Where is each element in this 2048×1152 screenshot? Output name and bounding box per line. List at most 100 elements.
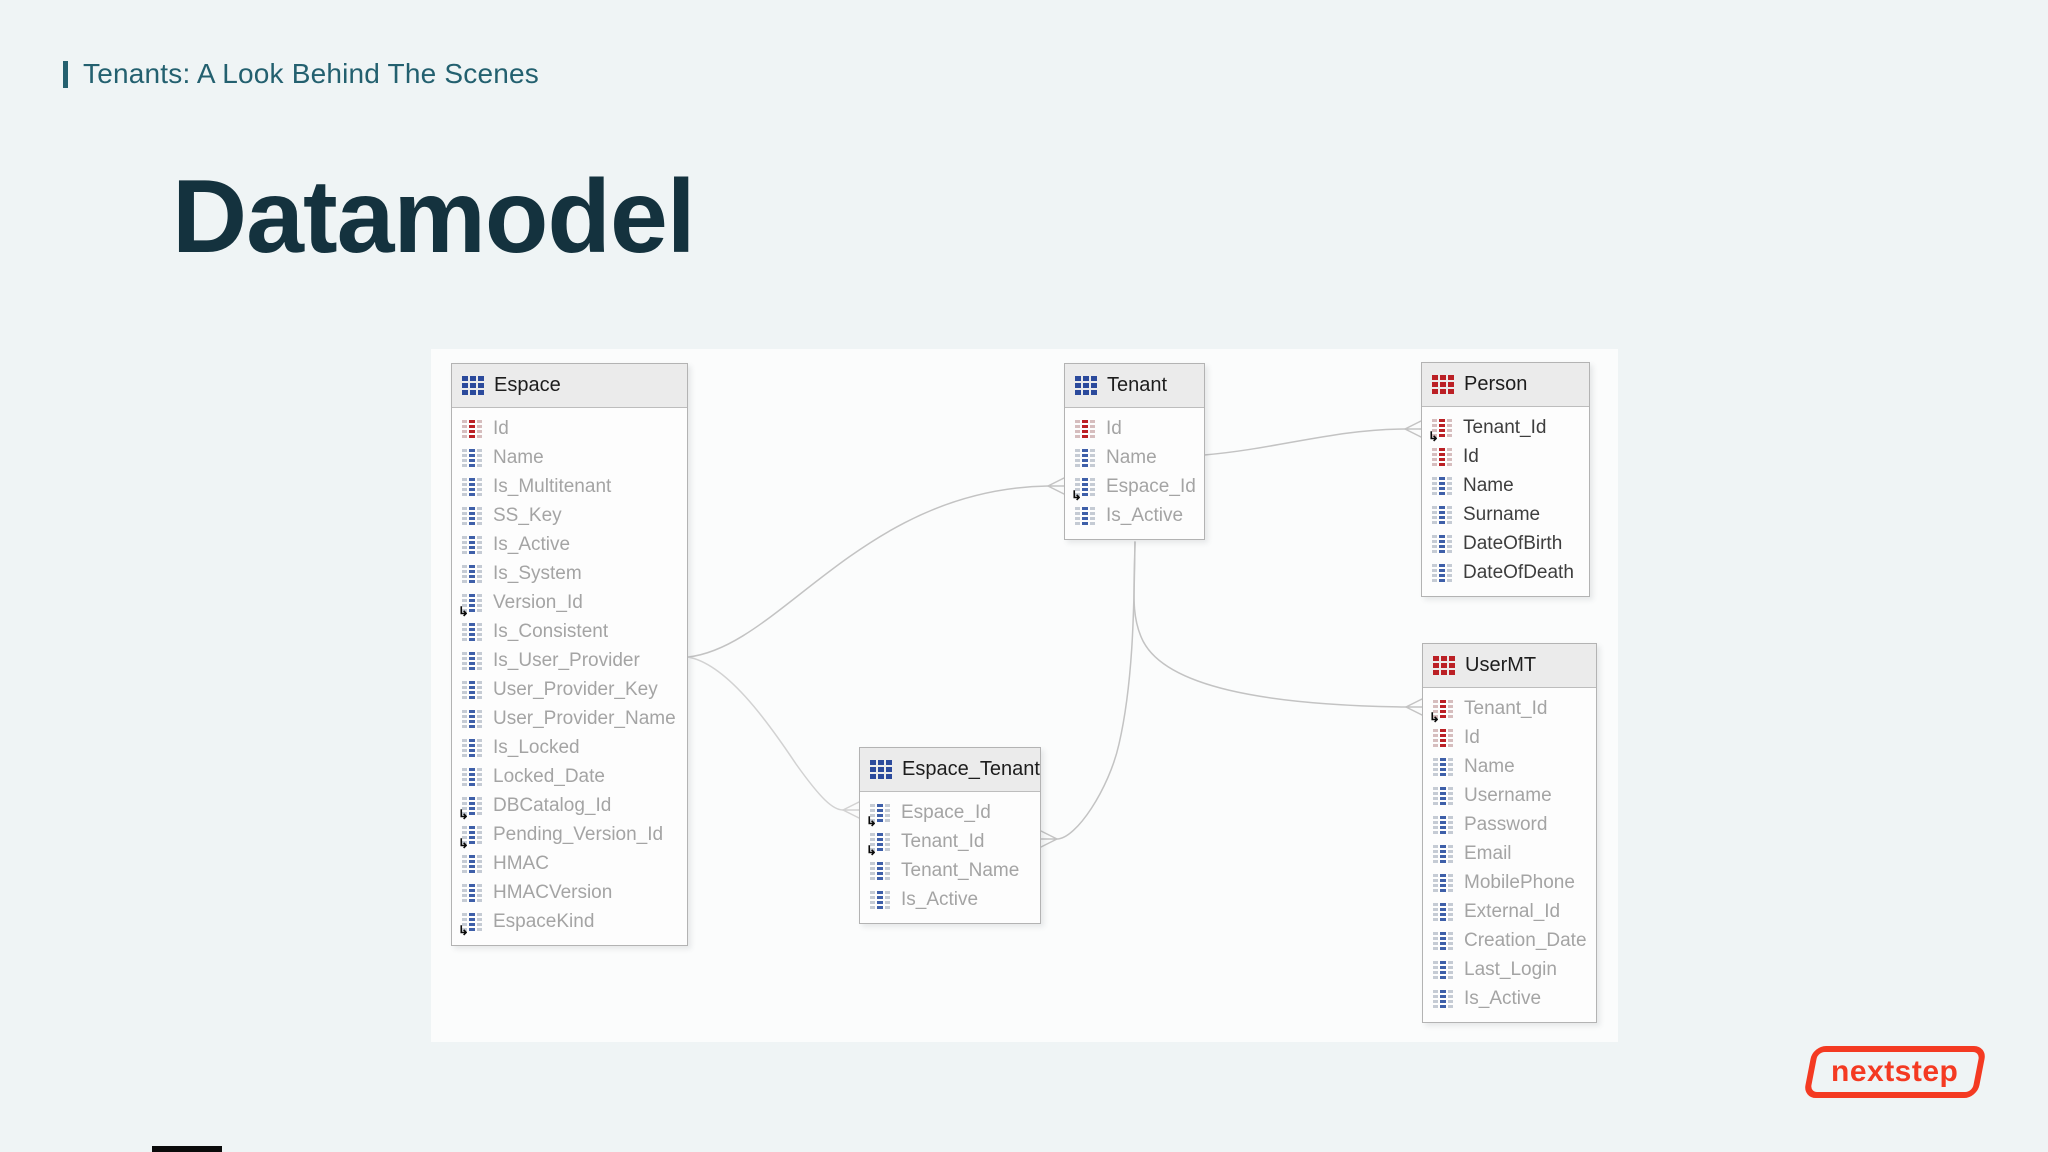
- attribute-column-icon: [462, 506, 484, 525]
- field-name: SS_Key: [493, 504, 562, 526]
- attribute-column-icon: [462, 854, 484, 873]
- attribute-column-icon: [462, 622, 484, 641]
- field-name: Id: [1106, 417, 1122, 439]
- field-row: Name: [1422, 471, 1589, 500]
- attribute-column-icon: [1432, 505, 1454, 524]
- field-name: Espace_Id: [901, 801, 991, 823]
- attribute-column-icon: [462, 448, 484, 467]
- field-name: Tenant_Id: [901, 830, 985, 852]
- field-name: HMAC: [493, 852, 549, 874]
- field-row: ↳ Tenant_Id: [860, 827, 1040, 858]
- field-row: ↳Tenant_Id: [1423, 694, 1596, 725]
- attribute-column-icon: [462, 738, 484, 757]
- field-name: Tenant_Id: [1464, 697, 1548, 719]
- attribute-column-icon: [462, 883, 484, 902]
- field-name: HMACVersion: [493, 881, 613, 903]
- field-name: Locked_Date: [493, 765, 605, 787]
- table-name: Tenant: [1107, 374, 1168, 396]
- field-row: Id: [1065, 414, 1204, 443]
- field-name: Is_Active: [493, 533, 571, 555]
- table-name: Espace: [494, 374, 561, 396]
- field-name: Name: [1106, 446, 1157, 468]
- connector-espace-espacetenant: [687, 656, 844, 811]
- red-table-icon: [1432, 375, 1454, 394]
- field-row: DateOfBirth: [1422, 529, 1589, 558]
- field-row: Is_Multitenant: [452, 472, 687, 501]
- field-row: ↳ Espace_Id: [860, 798, 1040, 829]
- field-name: Is_Active: [1464, 987, 1542, 1009]
- field-name: User_Provider_Name: [493, 707, 676, 729]
- attribute-column-icon: [870, 861, 892, 880]
- attribute-column-icon: [462, 767, 484, 786]
- attribute-column-icon: ↳: [1071, 477, 1097, 502]
- field-row: Locked_Date: [452, 762, 687, 791]
- field-row: ↳Espace_Id: [1065, 472, 1204, 503]
- blue-table-icon: [462, 376, 484, 395]
- field-row: Surname: [1422, 500, 1589, 529]
- table-name: Person: [1464, 373, 1528, 395]
- field-row: Last_Login: [1423, 955, 1596, 984]
- field-name: Email: [1464, 842, 1512, 864]
- field-row: Is_System: [452, 559, 687, 588]
- field-name: User_Provider_Key: [493, 678, 658, 700]
- field-name: DateOfDeath: [1463, 561, 1574, 583]
- attribute-column-icon: ↳: [458, 593, 484, 618]
- field-name: Is_Locked: [493, 736, 580, 758]
- field-row: HMAC: [452, 849, 687, 878]
- field-row: Username: [1423, 781, 1596, 810]
- page-title: Datamodel: [172, 159, 696, 275]
- field-name: DBCatalog_Id: [493, 794, 612, 816]
- field-name: Tenant_Name: [901, 859, 1020, 881]
- attribute-column-icon: [1433, 873, 1455, 892]
- slide-kicker: Tenants: A Look Behind The Scenes: [63, 58, 539, 90]
- blue-table-icon: [1075, 376, 1097, 395]
- field-name: Pending_Version_Id: [493, 823, 664, 845]
- field-row: ↳ Tenant_Id: [1422, 413, 1589, 444]
- crowfoot-person: [1404, 420, 1422, 438]
- field-row: User_Provider_Name: [452, 704, 687, 733]
- primary-key-column-icon: [1432, 447, 1454, 466]
- attribute-column-icon: [462, 651, 484, 670]
- attribute-column-icon: ↳: [866, 832, 892, 857]
- field-name: Id: [1463, 445, 1479, 467]
- primary-key-column-icon: ↳: [1428, 418, 1454, 443]
- field-name: Last_Login: [1464, 958, 1557, 980]
- attribute-column-icon: [1433, 902, 1455, 921]
- field-name: Surname: [1463, 503, 1541, 525]
- field-row: Name: [452, 443, 687, 472]
- foreign-key-arrow-icon: ↳: [1071, 488, 1082, 503]
- field-name: Is_Active: [901, 888, 979, 910]
- red-table-icon: [1433, 656, 1455, 675]
- table-header-espace: Espace: [452, 364, 687, 408]
- foreign-key-arrow-icon: ↳: [458, 807, 469, 822]
- attribute-column-icon: [462, 564, 484, 583]
- attribute-column-icon: [1432, 563, 1454, 582]
- attribute-column-icon: [1433, 931, 1455, 950]
- blue-table-icon: [870, 760, 892, 779]
- table-header-usermt: UserMT: [1423, 644, 1596, 688]
- field-name: Tenant_Id: [1463, 416, 1547, 438]
- field-row: Id: [1423, 723, 1596, 752]
- field-row: Id: [1422, 442, 1589, 471]
- field-row: ↳ DBCatalog_Id: [452, 791, 687, 822]
- kicker-accent-bar: [63, 60, 68, 88]
- table-name: Espace_Tenant: [902, 758, 1040, 780]
- attribute-column-icon: [1433, 960, 1455, 979]
- field-name: Is_Multitenant: [493, 475, 612, 497]
- field-name: EspaceKind: [493, 910, 595, 932]
- field-row: Name: [1423, 752, 1596, 781]
- field-row: HMACVersion: [452, 878, 687, 907]
- field-name: Password: [1464, 813, 1548, 835]
- field-name: Version_Id: [493, 591, 583, 613]
- field-row: Id: [452, 414, 687, 443]
- field-row: User_Provider_Key: [452, 675, 687, 704]
- field-row: Is_Active: [1423, 984, 1596, 1013]
- field-row: Is_User_Provider: [452, 646, 687, 675]
- foreign-key-arrow-icon: ↳: [866, 814, 877, 829]
